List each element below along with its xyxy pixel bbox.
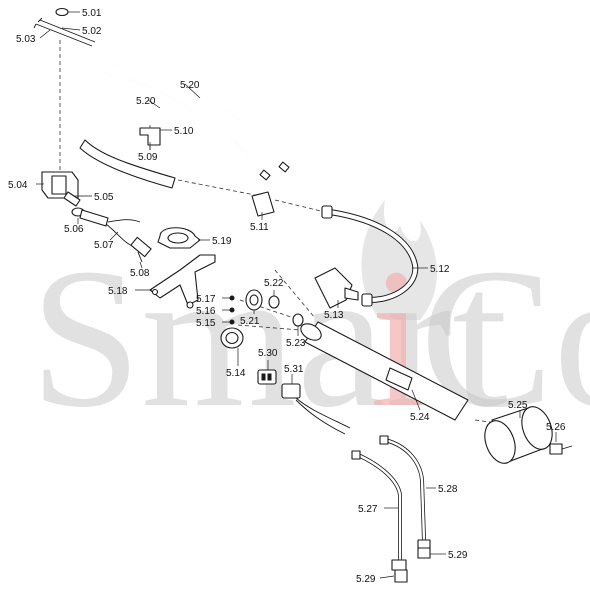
label-526: 5.26 bbox=[546, 422, 566, 433]
label-527: 5.27 bbox=[358, 504, 378, 515]
label-517: 5.17 bbox=[196, 294, 216, 305]
label-521: 5.21 bbox=[240, 316, 260, 327]
part-plug-531 bbox=[281, 383, 351, 435]
label-503: 5.03 bbox=[16, 34, 36, 45]
label-519: 5.19 bbox=[212, 236, 232, 247]
label-516: 5.16 bbox=[196, 306, 216, 317]
part-ring-522 bbox=[268, 295, 280, 309]
part-nut-514 bbox=[220, 327, 244, 349]
label-515: 5.15 bbox=[196, 318, 216, 329]
label-512: 5.12 bbox=[430, 264, 450, 275]
part-screw-515 bbox=[229, 319, 235, 325]
part-oil-line-528 bbox=[379, 435, 426, 541]
label-509: 5.09 bbox=[138, 152, 158, 163]
part-labels: 5.01 5.02 5.03 5.04 5.05 5.06 5.07 5.08 … bbox=[8, 8, 566, 585]
label-518: 5.18 bbox=[108, 286, 128, 297]
label-514: 5.14 bbox=[226, 368, 246, 379]
part-plug-530 bbox=[257, 369, 277, 385]
part-valve-513 bbox=[314, 267, 359, 309]
part-photocell-508 bbox=[130, 236, 152, 263]
label-529-left: 5.29 bbox=[356, 574, 376, 585]
label-522: 5.22 bbox=[264, 278, 284, 289]
part-electrode-503 bbox=[33, 17, 43, 29]
part-washer-501 bbox=[55, 7, 69, 17]
label-511: 5.11 bbox=[250, 222, 269, 233]
part-nozzle-506 bbox=[71, 207, 109, 227]
part-nozzle-holder-505 bbox=[63, 191, 81, 207]
label-528: 5.28 bbox=[438, 484, 458, 495]
label-523: 5.23 bbox=[286, 338, 306, 349]
part-cylinder-524 bbox=[300, 321, 469, 421]
part-connector-526 bbox=[549, 443, 573, 455]
label-501: 5.01 bbox=[82, 8, 102, 19]
label-508: 5.08 bbox=[130, 268, 150, 279]
part-clamp-519 bbox=[157, 227, 201, 249]
label-502: 5.02 bbox=[82, 26, 102, 37]
part-sleeve-511 bbox=[251, 191, 275, 217]
part-ignition-cables-520 bbox=[99, 61, 290, 181]
label-531: 5.31 bbox=[284, 364, 304, 375]
part-screw-517 bbox=[229, 295, 235, 301]
label-520-upper: 5.20 bbox=[180, 80, 200, 91]
part-bracket-510 bbox=[139, 127, 161, 146]
label-520-lower: 5.20 bbox=[136, 96, 156, 107]
part-electrode-502 bbox=[35, 19, 96, 47]
part-fitting-529b bbox=[417, 539, 431, 559]
part-oil-line-527 bbox=[351, 450, 402, 560]
part-cable-507 bbox=[107, 219, 141, 223]
label-529-right: 5.29 bbox=[448, 550, 468, 561]
part-electrode-block-504 bbox=[41, 171, 79, 199]
label-510: 5.10 bbox=[174, 126, 194, 137]
label-513: 5.13 bbox=[324, 310, 344, 321]
label-504: 5.04 bbox=[8, 180, 28, 191]
label-505: 5.05 bbox=[94, 192, 114, 203]
label-530: 5.30 bbox=[258, 348, 278, 359]
watermark: Smart i Co bbox=[30, 200, 590, 449]
part-oil-hose-512 bbox=[321, 205, 419, 307]
part-ring-523 bbox=[292, 313, 304, 327]
part-pump-525 bbox=[484, 406, 553, 464]
part-screw-516 bbox=[229, 307, 235, 313]
leader-lines bbox=[36, 11, 557, 579]
label-525: 5.25 bbox=[508, 400, 528, 411]
part-bushing-521 bbox=[245, 289, 263, 311]
part-air-tube-509 bbox=[79, 139, 176, 189]
watermark-text-a: Smart bbox=[30, 228, 508, 449]
label-506: 5.06 bbox=[64, 224, 84, 235]
part-bracket-518 bbox=[149, 254, 216, 309]
label-524: 5.24 bbox=[410, 412, 430, 423]
part-fitting-529a bbox=[391, 559, 408, 583]
label-507: 5.07 bbox=[94, 240, 114, 251]
